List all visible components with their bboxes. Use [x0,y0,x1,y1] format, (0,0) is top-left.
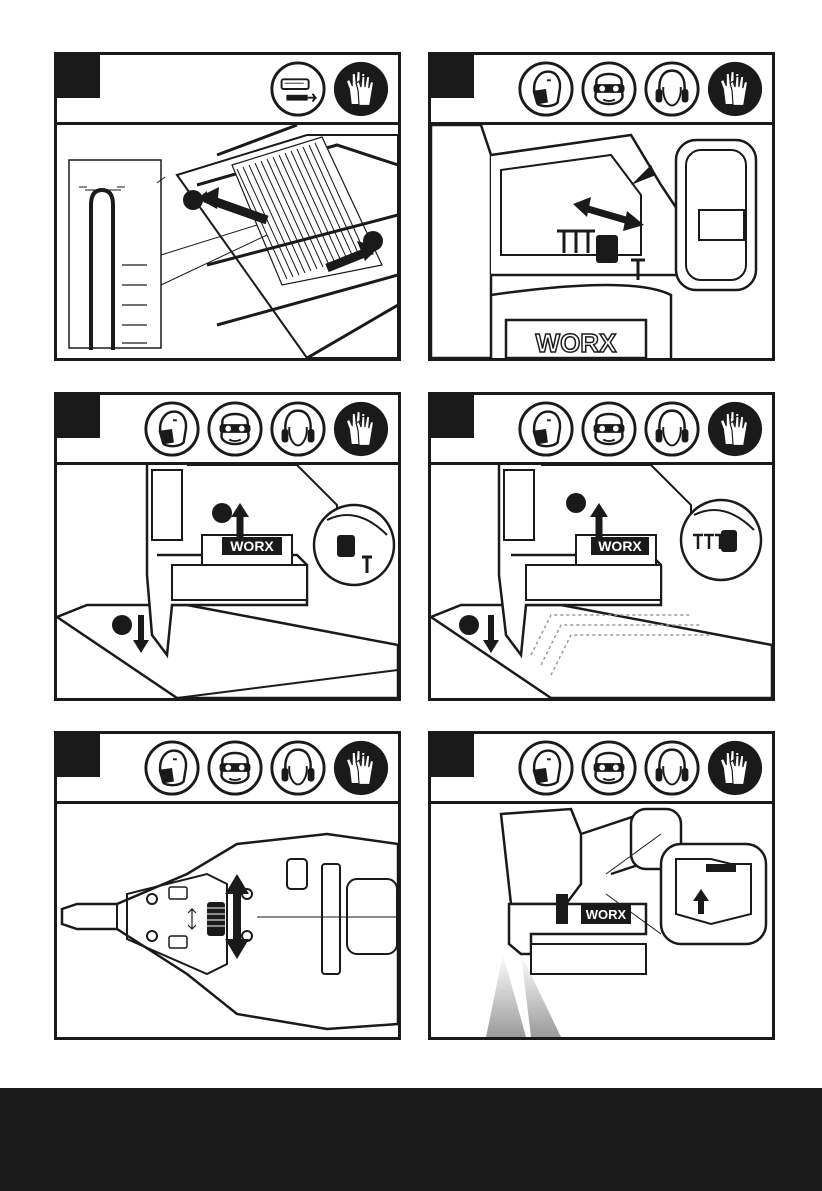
ear-protection-icon [643,739,701,797]
safety-glasses-icon [206,400,264,458]
step-number-badge [431,734,474,777]
dust-mask-icon [143,400,201,458]
gloves-icon [332,60,390,118]
panel-header [57,395,398,465]
panel-header [431,395,772,465]
gloves-icon [332,400,390,458]
step-number-badge [57,734,100,777]
safety-glasses-icon [580,60,638,118]
brand-logo: WORX [598,538,642,554]
illustration-mode-switch: WORX [431,125,772,358]
ear-protection-icon [643,400,701,458]
step-panel-4: WORX [428,392,775,701]
step-panel-3: WORX [54,392,401,701]
safety-glasses-icon [580,400,638,458]
ppe-icon-row [517,400,764,458]
gloves-icon [706,400,764,458]
magazine-load-icon [269,60,327,118]
panel-header [431,734,772,804]
brand-logo: WORX [536,328,618,358]
dust-mask-icon [517,400,575,458]
safety-glasses-icon [580,739,638,797]
illustration-single-sequential: WORX [57,465,398,698]
footer-band [0,1088,822,1191]
illustration-contact-actuation: WORX [431,465,772,698]
gloves-icon [706,739,764,797]
dust-mask-icon [517,739,575,797]
step-panel-5 [54,731,401,1040]
panel-header [57,734,398,804]
brand-logo: WORX [586,907,627,922]
ear-protection-icon [269,400,327,458]
gloves-icon [332,739,390,797]
brand-logo: WORX [230,538,274,554]
illustration-load-nails [57,125,398,358]
ppe-icon-row [143,739,390,797]
dust-mask-icon [517,60,575,118]
step-number-badge [431,395,474,438]
gloves-icon [706,60,764,118]
safety-glasses-icon [206,739,264,797]
illustration-led-light: WORX [431,804,772,1037]
panel-header [57,55,398,125]
illustration-depth-adjustment [57,804,398,1037]
step-panel-2: WORX [428,52,775,361]
ppe-icon-row [517,739,764,797]
ppe-icon-row [143,400,390,458]
ppe-icon-row [517,60,764,118]
ear-protection-icon [643,60,701,118]
step-panel-6: WORX [428,731,775,1040]
ppe-icon-row [269,60,390,118]
dust-mask-icon [143,739,201,797]
step-number-badge [57,395,100,438]
step-number-badge [57,55,100,98]
ear-protection-icon [269,739,327,797]
step-panel-1 [54,52,401,361]
step-number-badge [431,55,474,98]
panel-header [431,55,772,125]
